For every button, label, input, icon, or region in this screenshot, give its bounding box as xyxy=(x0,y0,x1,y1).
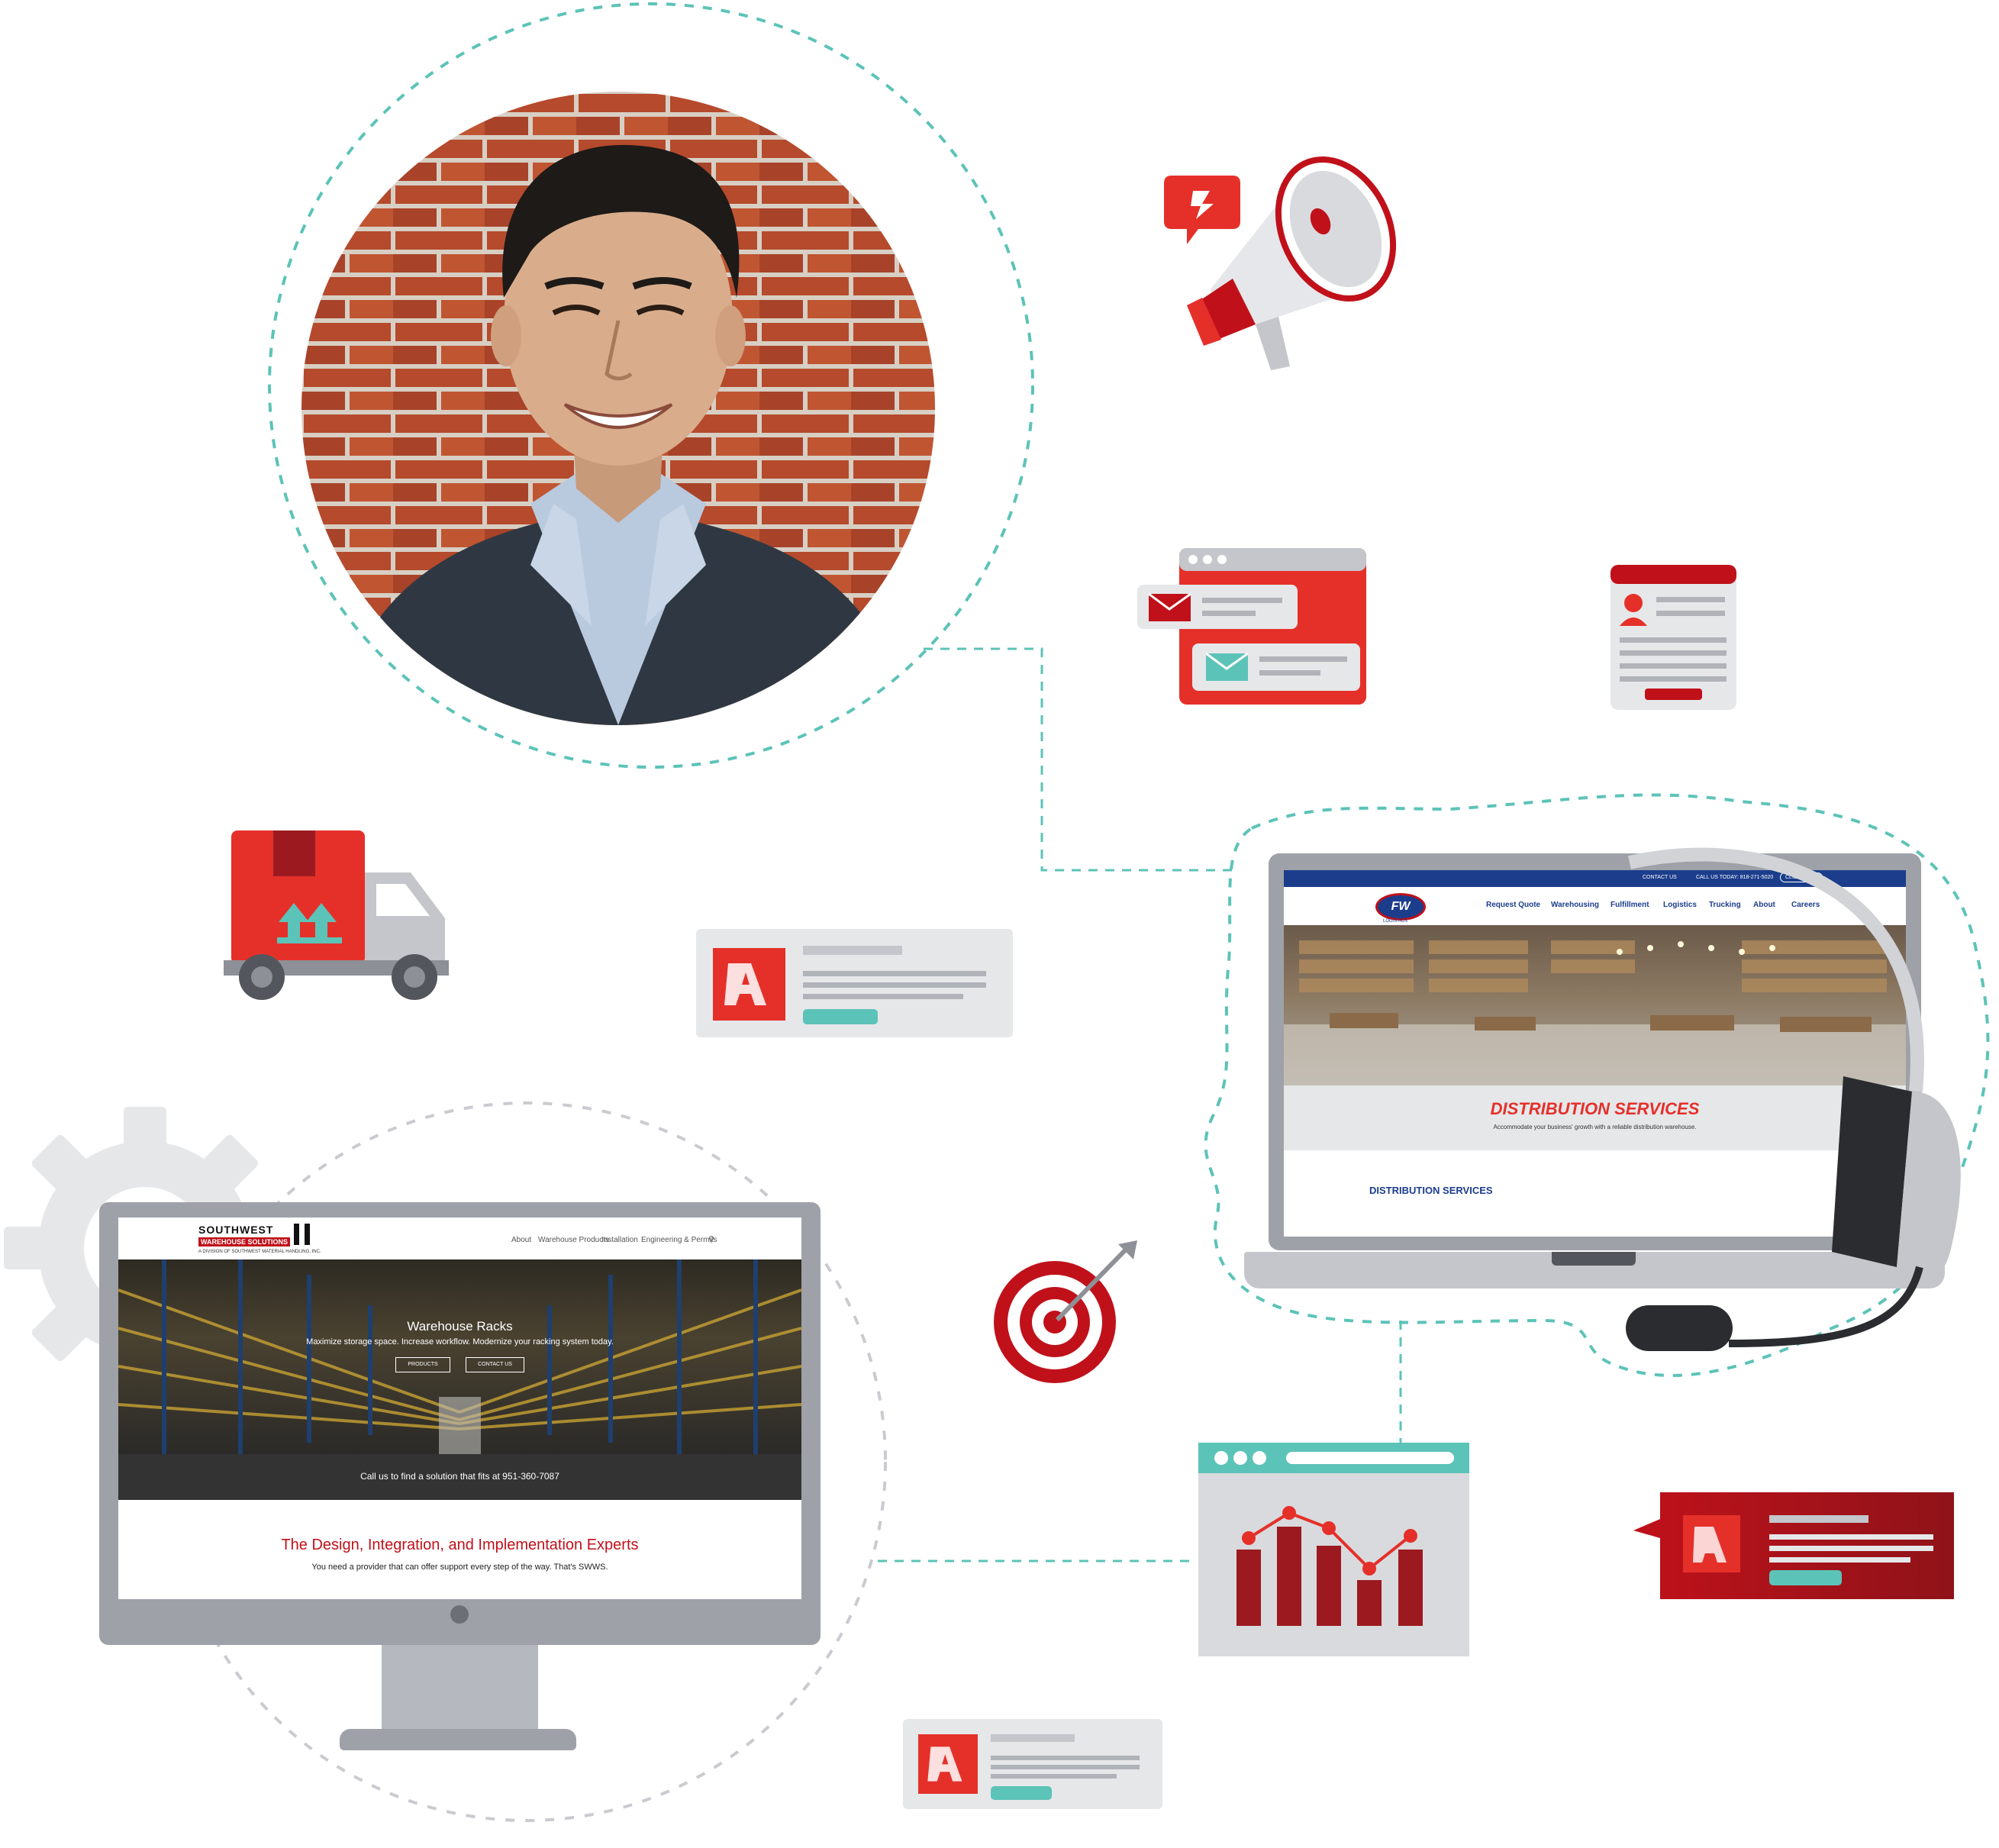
laptop-nav: FW LOGISTICS Request Quote Warehousing F… xyxy=(1284,887,1906,925)
nav-fulfillment[interactable]: Fulfillment xyxy=(1610,901,1649,909)
profile-photo xyxy=(301,92,935,725)
nav-installation[interactable]: Installation xyxy=(601,1236,638,1244)
search-icon[interactable]: ⚲ xyxy=(708,1235,715,1244)
hero-title: Warehouse Racks xyxy=(407,1319,513,1334)
monitor-stand-base xyxy=(340,1729,576,1750)
nav-engineering[interactable]: Engineering & Permits xyxy=(641,1236,717,1244)
monitor-screen: SOUTHWEST WAREHOUSE SOLUTIONS A DIVISION… xyxy=(118,1217,801,1599)
warehouse-hero: Warehouse Racks Maximize storage space. … xyxy=(118,1259,801,1454)
target-icon xyxy=(992,1240,1141,1385)
fw-logo[interactable]: FW xyxy=(1375,893,1426,921)
desktop-monitor: SOUTHWEST WAREHOUSE SOLUTIONS A DIVISION… xyxy=(99,1202,821,1645)
subline: You need a provider that can offer suppo… xyxy=(311,1563,608,1572)
contact-us-button[interactable]: CONTACT US xyxy=(466,1357,524,1372)
analytics-chart-icon xyxy=(1198,1443,1469,1656)
brand-logo-icon xyxy=(918,1734,978,1794)
nav-trucking[interactable]: Trucking xyxy=(1709,901,1741,909)
southwest-logo-sub: WAREHOUSE SOLUTIONS xyxy=(198,1237,291,1247)
call-us-link[interactable]: CALL US TODAY: 818-271-5020 xyxy=(1696,875,1774,880)
laptop-notch xyxy=(1552,1252,1636,1266)
brand-logo-icon xyxy=(713,948,785,1021)
delivery-truck-icon xyxy=(224,830,453,1002)
nav-about[interactable]: About xyxy=(511,1236,532,1244)
monitor-power-button xyxy=(450,1605,469,1624)
checker-logo-icon xyxy=(294,1224,315,1245)
megaphone-icon xyxy=(1156,149,1408,378)
headline: The Design, Integration, and Implementat… xyxy=(281,1537,639,1553)
distribution-hero-photo xyxy=(1284,925,1906,1085)
distribution-title: DISTRIBUTION SERVICES xyxy=(1490,1099,1700,1118)
contact-form-icon xyxy=(1610,565,1736,710)
review-speech-card xyxy=(1633,1492,1954,1603)
nav-warehousing[interactable]: Warehousing xyxy=(1551,901,1599,909)
southwest-header: SOUTHWEST WAREHOUSE SOLUTIONS A DIVISION… xyxy=(118,1217,801,1259)
nav-about[interactable]: About xyxy=(1753,901,1775,909)
monitor-neck xyxy=(382,1645,538,1737)
section-heading: DISTRIBUTION SERVICES xyxy=(1369,1185,1493,1196)
contact-us-link[interactable]: CONTACT US xyxy=(1643,875,1677,880)
headset-icon xyxy=(1614,840,1999,1374)
nav-warehouse-products[interactable]: Warehouse Products xyxy=(538,1236,610,1244)
nav-request-quote[interactable]: Request Quote xyxy=(1486,901,1541,909)
distribution-subtitle: Accommodate your business' growth with a… xyxy=(1493,1124,1697,1130)
email-window-icon xyxy=(1137,548,1366,705)
nav-careers[interactable]: Careers xyxy=(1791,901,1820,909)
products-button[interactable]: PRODUCTS xyxy=(395,1357,450,1372)
testimonial-card xyxy=(696,929,1013,1037)
laptop-screen: CONTACT US CALL US TODAY: 818-271-5020 C… xyxy=(1284,870,1906,1237)
southwest-logo: SOUTHWEST xyxy=(198,1224,274,1236)
distribution-banner: DISTRIBUTION SERVICES Accommodate your b… xyxy=(1284,1085,1906,1150)
testimonial-card-bottom xyxy=(903,1719,1162,1809)
laptop: CONTACT US CALL US TODAY: 818-271-5020 C… xyxy=(1269,853,1921,1250)
hero-subtitle: Maximize storage space. Increase workflo… xyxy=(306,1337,614,1346)
nav-logistics[interactable]: Logistics xyxy=(1663,901,1697,909)
call-bar: Call us to find a solution that fits at … xyxy=(118,1454,801,1500)
